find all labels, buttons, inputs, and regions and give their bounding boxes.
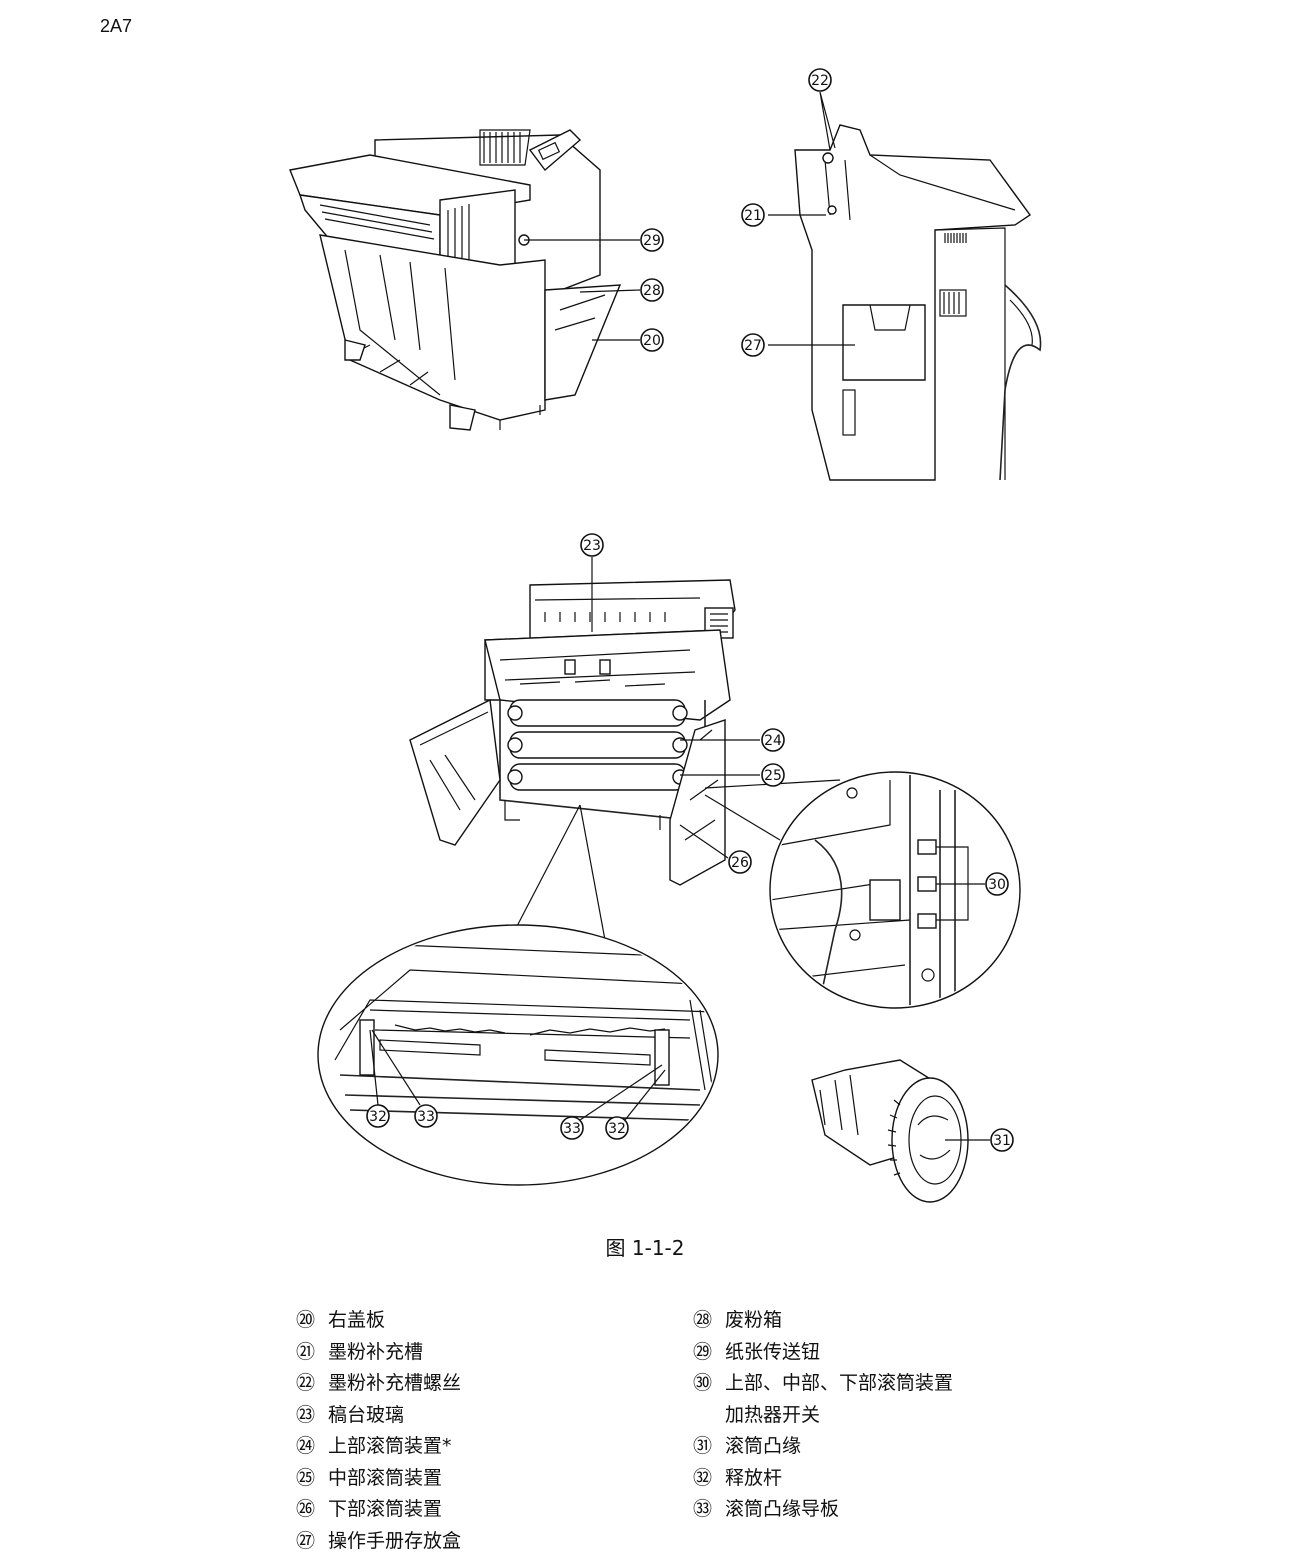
callout-23: 23: [580, 533, 604, 557]
callout-24: 24: [761, 728, 785, 752]
callout-22: 22: [808, 68, 832, 92]
machine-front-view: [289, 129, 622, 431]
svg-text:30: 30: [988, 877, 1006, 893]
svg-text:33: 33: [563, 1121, 581, 1137]
callout-29: 29: [640, 228, 664, 252]
callout-33: 33: [414, 1104, 438, 1128]
svg-text:26: 26: [731, 855, 749, 871]
svg-text:23: 23: [583, 538, 601, 554]
svg-text:32: 32: [369, 1109, 387, 1125]
svg-text:20: 20: [643, 333, 661, 349]
svg-text:27: 27: [744, 338, 762, 354]
svg-text:22: 22: [811, 73, 829, 89]
page-code: 2A7: [100, 16, 133, 36]
roller-flange: [811, 1059, 969, 1203]
callout-26: 26: [728, 850, 752, 874]
callout-27: 27: [741, 333, 765, 357]
callout-30: 30: [985, 872, 1009, 896]
svg-text:28: 28: [643, 283, 661, 299]
callout-21: 21: [741, 203, 765, 227]
machine-open-view: [409, 579, 736, 886]
callout-32: 32: [605, 1116, 629, 1140]
svg-text:32: 32: [608, 1121, 626, 1137]
figure-caption: 图 1-1-2: [605, 1236, 685, 1260]
svg-text:29: 29: [643, 233, 661, 249]
callout-33: 33: [560, 1116, 584, 1140]
detail-circle-release-lever: [317, 924, 719, 1186]
roller-units: [507, 699, 688, 791]
callout-20: 20: [640, 328, 664, 352]
callout-31: 31: [990, 1128, 1014, 1152]
svg-text:25: 25: [764, 768, 782, 784]
svg-text:33: 33: [417, 1109, 435, 1125]
svg-text:24: 24: [764, 733, 782, 749]
callout-28: 28: [640, 278, 664, 302]
detail-circle-heater-switches: [769, 771, 1021, 1009]
svg-text:21: 21: [744, 208, 762, 224]
callout-32: 32: [366, 1104, 390, 1128]
svg-text:31: 31: [993, 1133, 1011, 1149]
machine-side-view: [794, 124, 1042, 481]
callout-25: 25: [761, 763, 785, 787]
technical-figure: 20 21 22 23 24 25 26 27 28 29 30 31 32 3…: [289, 68, 1042, 1203]
